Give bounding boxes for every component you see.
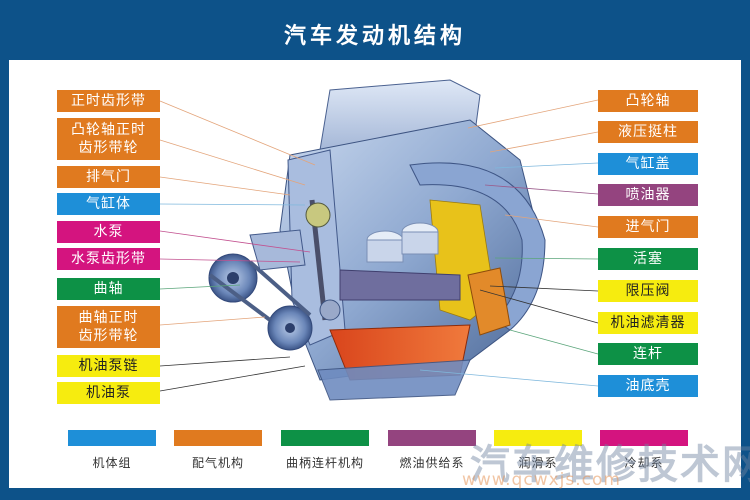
legend-item-lubrication: 润滑系	[494, 430, 582, 471]
label-cylinder-head: 气缸盖	[598, 153, 698, 175]
label-line: 曲轴正时	[78, 310, 139, 326]
label-crankshaft-timing-pulley: 曲轴正时 齿形带轮	[57, 306, 160, 348]
label-pressure-relief-valve: 限压阀	[598, 280, 698, 302]
label-camshaft: 凸轮轴	[598, 90, 698, 112]
page-title: 汽车发动机结构	[283, 24, 466, 49]
label-cylinder-block: 气缸体	[57, 193, 160, 215]
legend-swatch	[174, 430, 262, 446]
label-connecting-rod: 连杆	[598, 343, 698, 365]
label-intake-valve: 进气门	[598, 216, 698, 238]
label-line: 齿形带轮	[78, 328, 139, 344]
label-piston: 活塞	[598, 248, 698, 270]
legend-label: 润滑系	[518, 456, 558, 470]
legend-swatch	[494, 430, 582, 446]
legend-item-cooling: 冷却系	[600, 430, 688, 471]
label-timing-belt: 正时齿形带	[57, 90, 160, 112]
legend-label: 冷却系	[624, 456, 664, 470]
label-oil-pump-chain: 机油泵链	[57, 355, 160, 377]
legend-label: 曲柄连杆机构	[285, 456, 364, 470]
label-water-pump-belt: 水泵齿形带	[57, 248, 160, 270]
legend-swatch	[600, 430, 688, 446]
watermark-url: www.qcwxjs.com	[462, 470, 621, 490]
legend-swatch	[388, 430, 476, 446]
label-line: 凸轮轴正时	[71, 122, 146, 138]
legend-swatch	[281, 430, 369, 446]
legend-label: 配气机构	[191, 456, 244, 470]
legend-item-engine-block: 机体组	[68, 430, 156, 471]
label-crankshaft: 曲轴	[57, 278, 160, 300]
label-fuel-injector: 喷油器	[598, 184, 698, 206]
legend-label: 机体组	[92, 456, 132, 470]
legend-item-fuel-system: 燃油供给系	[388, 430, 476, 471]
legend: 机体组 配气机构 曲柄连杆机构 燃油供给系 润滑系 冷却系	[60, 430, 690, 470]
watermark: 汽车维修技术网	[470, 442, 750, 488]
legend-label: 燃油供给系	[399, 456, 465, 470]
label-line: 齿形带轮	[78, 140, 139, 156]
legend-item-crank-rod: 曲柄连杆机构	[281, 430, 369, 471]
label-water-pump: 水泵	[57, 221, 160, 243]
label-camshaft-timing-pulley: 凸轮轴正时 齿形带轮	[57, 118, 160, 160]
label-hydraulic-tappet: 液压挺柱	[598, 121, 698, 143]
label-oil-pan: 油底壳	[598, 375, 698, 397]
legend-swatch	[68, 430, 156, 446]
label-oil-filter: 机油滤清器	[598, 312, 698, 334]
legend-item-valve-train: 配气机构	[174, 430, 262, 471]
label-oil-pump: 机油泵	[57, 382, 160, 404]
label-exhaust-valve: 排气门	[57, 166, 160, 188]
